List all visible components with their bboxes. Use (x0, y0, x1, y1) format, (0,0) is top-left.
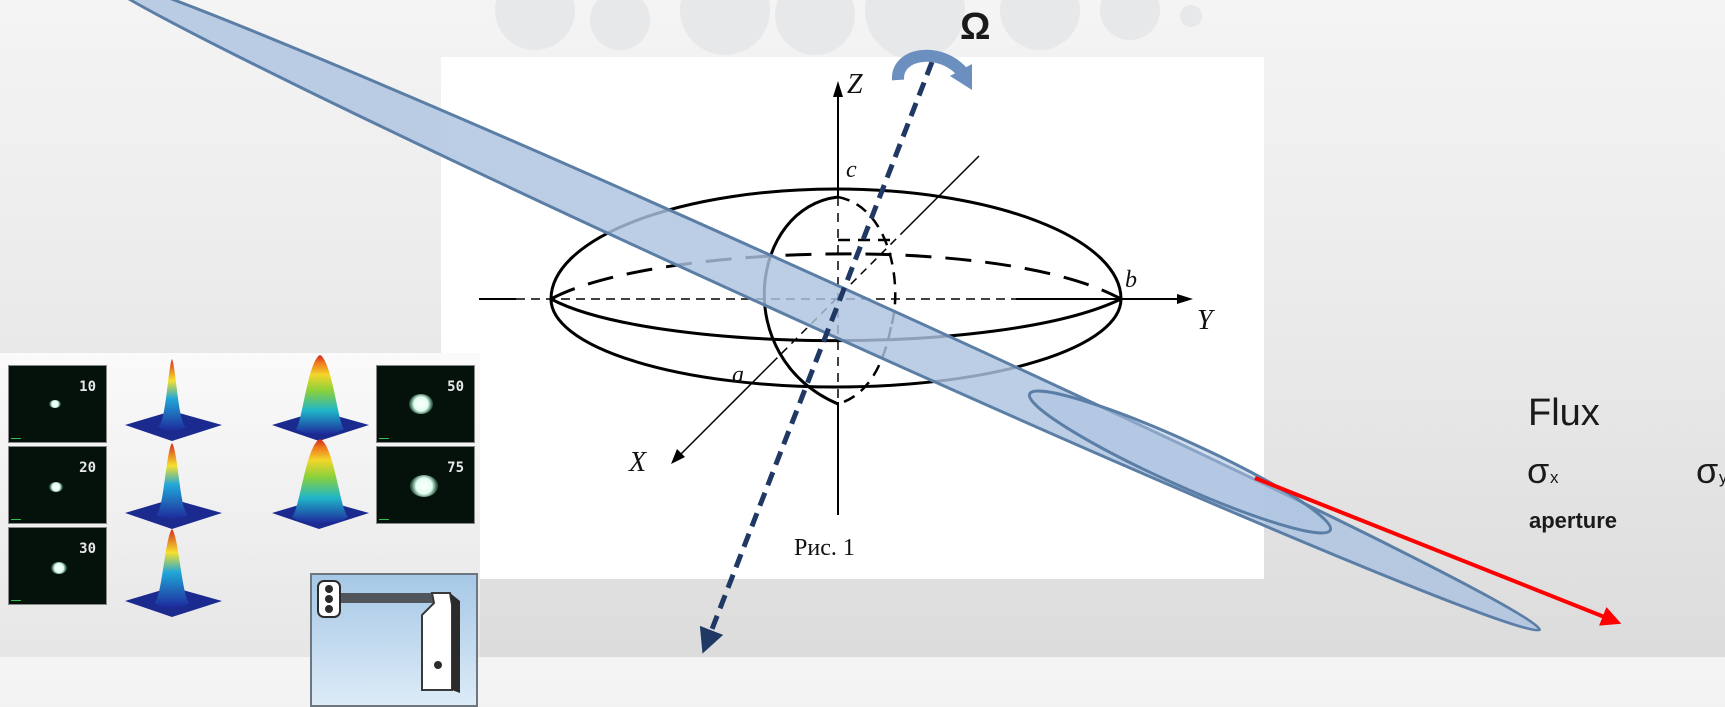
sigma-y-subscript: y (1719, 468, 1725, 487)
background-decoration (1180, 5, 1202, 27)
sigma-y-symbol: σ (1696, 450, 1719, 491)
frame-label: 30 (79, 541, 96, 557)
camera-frame: 30 (8, 527, 107, 605)
scale-tick (379, 438, 389, 439)
beam-ellipse (94, 0, 1542, 632)
camera-frame: 20 (8, 446, 107, 524)
sigma-x-subscript: x (1550, 468, 1559, 487)
beam-profile-plot (272, 355, 369, 441)
figure-caption: Рис. 1 (794, 535, 855, 561)
ellipse-top-arc (549, 187, 1123, 300)
x-axis-line (677, 358, 777, 458)
beam-profile-thumbnails: 10 20 30 50 75 (0, 353, 480, 707)
rotation-arrow (892, 49, 969, 81)
frame-label: 75 (447, 460, 464, 476)
beam-profile-plot (125, 529, 222, 617)
frame-label: 20 (79, 460, 96, 476)
frame-label: 50 (447, 379, 464, 395)
flux-label: Flux (1528, 392, 1600, 434)
beam-profile-plot (125, 359, 222, 441)
x-axis-arrowhead (671, 449, 685, 464)
beam-profile-plot (125, 443, 222, 529)
beam-inner-ellipse (1027, 389, 1333, 535)
scale-tick (379, 519, 389, 520)
rotation-arrowhead (950, 64, 972, 90)
camera-frame: 50 (376, 365, 475, 443)
z-axis-arrowhead (833, 81, 843, 97)
scale-tick (11, 438, 21, 439)
camera-frame: 10 (8, 365, 107, 443)
red-flux-arrow (1254, 476, 1622, 626)
camera-frame: 75 (376, 446, 475, 524)
sigma-x-symbol: σ (1527, 450, 1550, 491)
y-axis-arrowhead (1177, 294, 1193, 304)
semi-axis-a-label: a (732, 362, 744, 388)
z-axis-label: Z (847, 69, 863, 100)
background-decoration (590, 0, 650, 50)
beam-profile-plots (125, 355, 369, 617)
beam-spot (49, 400, 61, 408)
x-axis-line (905, 155, 980, 230)
scale-tick (11, 519, 21, 520)
beam-profile-plot (272, 439, 369, 529)
aperture-label: aperture (1529, 508, 1618, 533)
beam-spot (51, 562, 67, 574)
frame-label: 10 (79, 379, 96, 395)
meridian-back-arc (837, 326, 893, 406)
beam-overlay (94, 0, 1622, 654)
beam-spot (409, 394, 433, 414)
x-axis-label: X (629, 447, 647, 478)
ellipse-bottom-arc (549, 298, 1123, 389)
equator-front-arc (550, 297, 1122, 343)
rotation-axis-line (699, 61, 935, 654)
equator-back-arc (550, 252, 1122, 301)
beam-spot (49, 482, 63, 492)
beam-spot (410, 475, 438, 497)
scale-tick (11, 600, 21, 601)
semi-axis-c-label: c (846, 157, 857, 183)
rotation-omega-label: Ω (960, 6, 991, 48)
semi-axis-b-label: b (1125, 267, 1137, 293)
y-axis-label: Y (1197, 305, 1213, 336)
